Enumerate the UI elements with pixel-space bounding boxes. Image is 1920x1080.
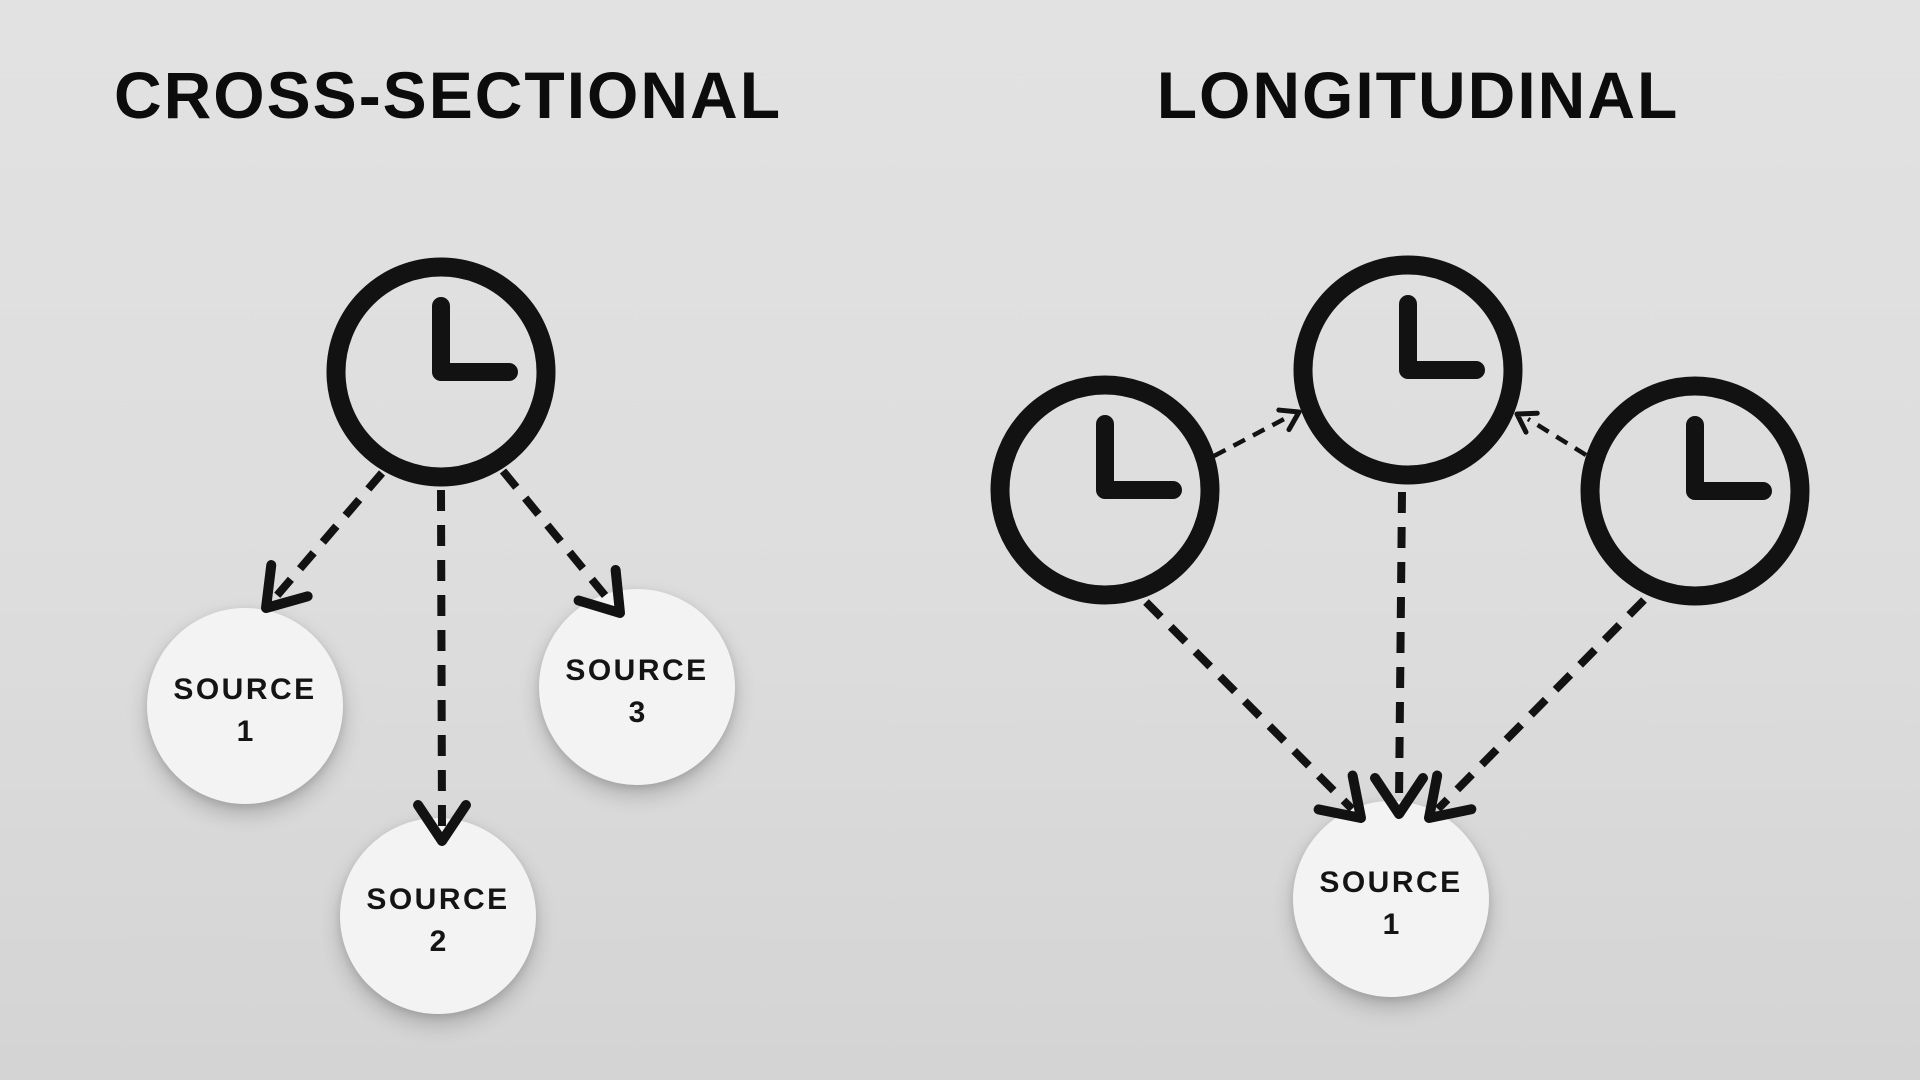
dashed-arrow (1395, 491, 1406, 803)
clock-icon (326, 257, 556, 487)
clock-icon (1293, 255, 1523, 485)
right-panel-title: LONGITUDINAL (1156, 58, 1680, 132)
source-number: 1 (1382, 908, 1400, 941)
arrowhead-icon (1276, 407, 1302, 433)
arrowhead-icon (1514, 410, 1540, 435)
dashed-arrow (270, 470, 386, 602)
source-node: SOURCE 3 (539, 589, 735, 785)
source-label: SOURCE (1319, 866, 1463, 899)
dashed-arrow (1143, 599, 1355, 812)
dashed-arrow (437, 489, 446, 829)
thin-dashed-arrow (1212, 415, 1290, 458)
source-number: 1 (236, 715, 254, 748)
source-node: SOURCE 1 (147, 608, 343, 804)
source-number: 2 (429, 925, 447, 958)
source-label: SOURCE (173, 673, 317, 706)
dashed-arrow (499, 468, 616, 607)
left-panel-title: CROSS-SECTIONAL (113, 58, 783, 132)
thin-dashed-arrow (1526, 417, 1588, 457)
source-node: SOURCE 2 (340, 818, 536, 1014)
clock-icon (990, 375, 1220, 605)
clock-icon (1580, 376, 1810, 606)
source-label: SOURCE (565, 654, 709, 687)
source-node: SOURCE 1 (1293, 801, 1489, 997)
dashed-arrow (1435, 597, 1647, 812)
source-label: SOURCE (366, 883, 510, 916)
source-number: 3 (628, 696, 646, 729)
